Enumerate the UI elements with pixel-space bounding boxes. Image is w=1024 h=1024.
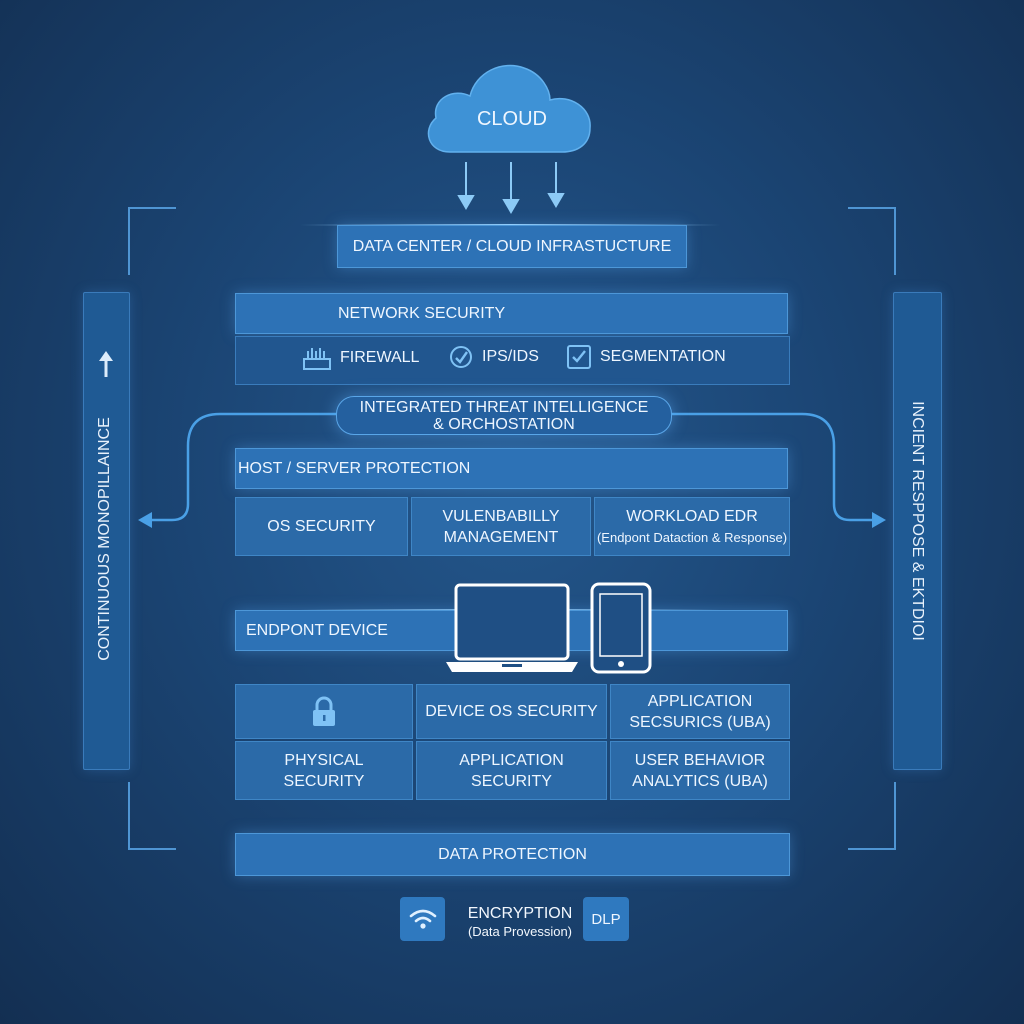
lock-cell bbox=[235, 684, 413, 739]
application-secsurics-line1: APPLICATION bbox=[647, 692, 753, 710]
application-secsurics-cell: APPLICATION SECSURICS (UBA) bbox=[610, 684, 790, 739]
segmentation-item: SEGMENTATION bbox=[566, 344, 726, 370]
gauge-icon bbox=[450, 346, 472, 368]
bracket-bottom-right bbox=[848, 782, 896, 850]
encryption-label: ENCRYPTION bbox=[467, 905, 573, 922]
workload-edr-line2: (Endpont Dataction & Response) bbox=[596, 529, 788, 545]
os-security-cell: OS SECURITY bbox=[235, 497, 408, 556]
dlp-tile: DLP bbox=[583, 897, 629, 941]
application-security-cell: APPLICATION SECURITY bbox=[416, 741, 607, 800]
bracket-top-right bbox=[848, 207, 896, 275]
endpoint-device-title: ENDPONT DEVICE bbox=[246, 621, 388, 639]
vulnerability-line2: MANAGEMENT bbox=[443, 528, 559, 546]
firewall-icon bbox=[303, 348, 331, 370]
application-security-line1: APPLICATION bbox=[459, 751, 564, 769]
ips-ids-label: IPS/IDS bbox=[482, 348, 539, 365]
vulnerability-line1: VULENBABILLY bbox=[442, 507, 560, 525]
continuous-monitoring-panel bbox=[83, 292, 130, 770]
firewall-label: FIREWALL bbox=[340, 349, 420, 366]
segmentation-label: SEGMENTATION bbox=[600, 348, 726, 365]
encryption-text: ENCRYPTION (Data Provession) bbox=[460, 904, 580, 940]
continuous-monitoring-label: CONTINUOUS MONOPILLAINCE bbox=[96, 417, 113, 661]
wifi-icon bbox=[409, 909, 436, 929]
physical-security-line1: PHYSICAL bbox=[284, 751, 364, 769]
cloud-down-arrows bbox=[457, 162, 565, 214]
threat-connector-lines bbox=[138, 412, 886, 528]
lock-icon bbox=[313, 696, 335, 726]
os-security-label: OS SECURITY bbox=[267, 518, 376, 535]
application-security-line2: SECURITY bbox=[471, 772, 552, 790]
uba-line1: USER BEHAVIOR bbox=[634, 751, 766, 769]
ips-ids-item: IPS/IDS bbox=[448, 344, 539, 370]
data-center-label: DATA CENTER / CLOUD INFRASTUCTURE bbox=[352, 237, 672, 255]
threat-line1: INTEGRATED THREAT INTELLIGENCE bbox=[359, 398, 649, 416]
physical-security-line2: SECURITY bbox=[283, 772, 365, 790]
checklist-icon bbox=[567, 345, 591, 369]
bracket-bottom-left bbox=[128, 782, 176, 850]
data-protection-bar: DATA PROTECTION bbox=[235, 833, 790, 876]
host-protection-bar: HOST / SERVER PROTECTION bbox=[235, 448, 788, 489]
bracket-top-left bbox=[128, 207, 176, 275]
incident-response-panel bbox=[893, 292, 942, 770]
dlp-label: DLP bbox=[591, 910, 621, 928]
workload-edr-cell: WORKLOAD EDR (Endpont Dataction & Respon… bbox=[594, 497, 790, 556]
encryption-sublabel: (Data Provession) bbox=[467, 924, 573, 939]
phone-icon bbox=[590, 582, 652, 674]
user-behavior-analytics-cell: USER BEHAVIOR ANALYTICS (UBA) bbox=[610, 741, 790, 800]
cloud-icon bbox=[427, 64, 591, 153]
host-protection-title: HOST / SERVER PROTECTION bbox=[238, 459, 471, 477]
threat-line2: & ORCHOSTATION bbox=[433, 415, 575, 433]
network-security-row bbox=[235, 336, 790, 385]
uba-line2: ANALYTICS (UBA) bbox=[632, 772, 768, 790]
data-center-bar: DATA CENTER / CLOUD INFRASTUCTURE bbox=[337, 225, 687, 268]
application-secsurics-line2: SECSURICS (UBA) bbox=[629, 713, 771, 731]
device-os-security-label: DEVICE OS SECURITY bbox=[425, 703, 598, 720]
incident-response-label: INCIENT RESPPOSE & EKTDIOI bbox=[909, 401, 926, 641]
physical-security-cell: PHYSICAL SECURITY bbox=[235, 741, 413, 800]
network-security-bar: NETWORK SECURITY bbox=[235, 293, 788, 334]
cloud-label: CLOUD bbox=[476, 108, 547, 130]
encryption-tile bbox=[400, 897, 445, 941]
laptop-icon bbox=[446, 583, 578, 672]
vulnerability-management-cell: VULENBABILLY MANAGEMENT bbox=[411, 497, 591, 556]
data-protection-title: DATA PROTECTION bbox=[438, 845, 587, 863]
device-os-security-cell: DEVICE OS SECURITY bbox=[416, 684, 607, 739]
network-security-title: NETWORK SECURITY bbox=[338, 304, 506, 322]
workload-edr-line1: WORKLOAD EDR bbox=[626, 507, 758, 525]
arrow-up-icon bbox=[99, 351, 113, 377]
threat-intelligence-pill: INTEGRATED THREAT INTELLIGENCE & ORCHOST… bbox=[336, 396, 672, 435]
firewall-item: FIREWALL bbox=[302, 345, 419, 371]
